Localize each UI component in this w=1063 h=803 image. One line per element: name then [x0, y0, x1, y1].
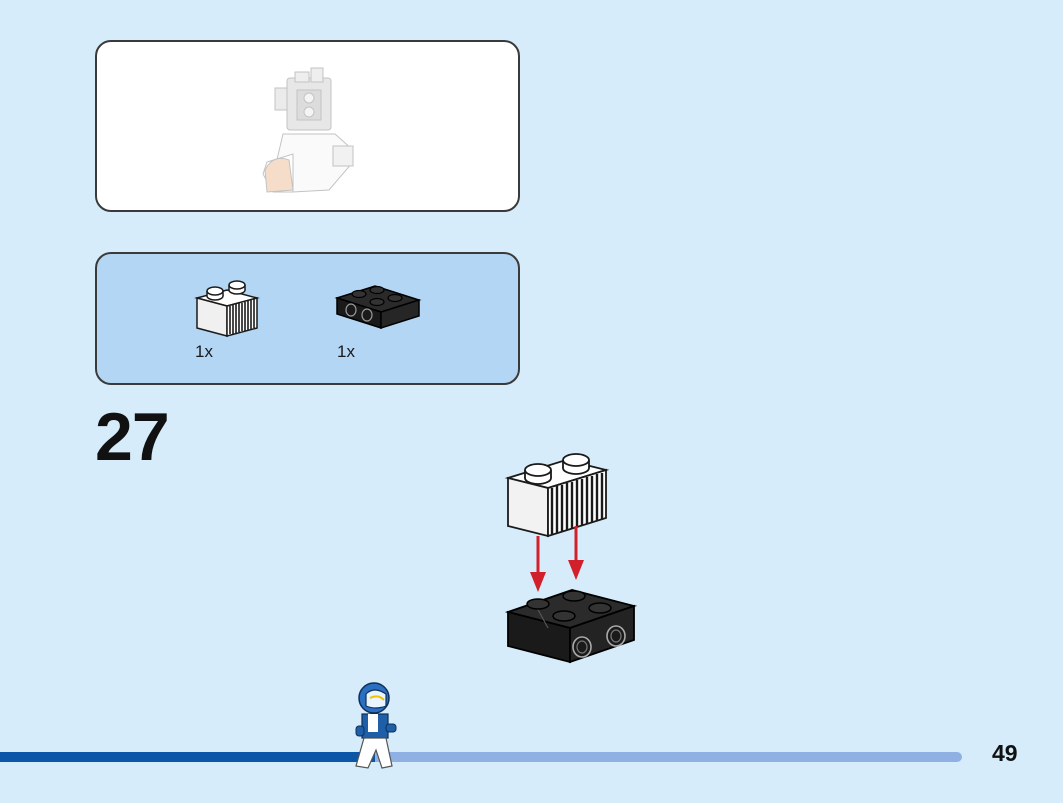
minifigure-progress-marker-icon	[355, 682, 397, 769]
step-number: 27	[95, 399, 170, 475]
white-grille-brick-icon	[194, 280, 260, 337]
build-step-illustration	[504, 453, 638, 664]
black-side-stud-plate-icon	[334, 285, 422, 330]
submodel-preview-image	[262, 67, 354, 193]
submodel-preview-panel	[95, 40, 520, 212]
part-quantity: 1x	[195, 342, 213, 361]
part-quantity: 1x	[337, 342, 355, 361]
page-number: 49	[992, 740, 1018, 766]
build-progress-bar	[0, 752, 962, 762]
parts-list-panel: 1x 1x	[95, 252, 520, 385]
build-progress-fill	[0, 752, 376, 762]
